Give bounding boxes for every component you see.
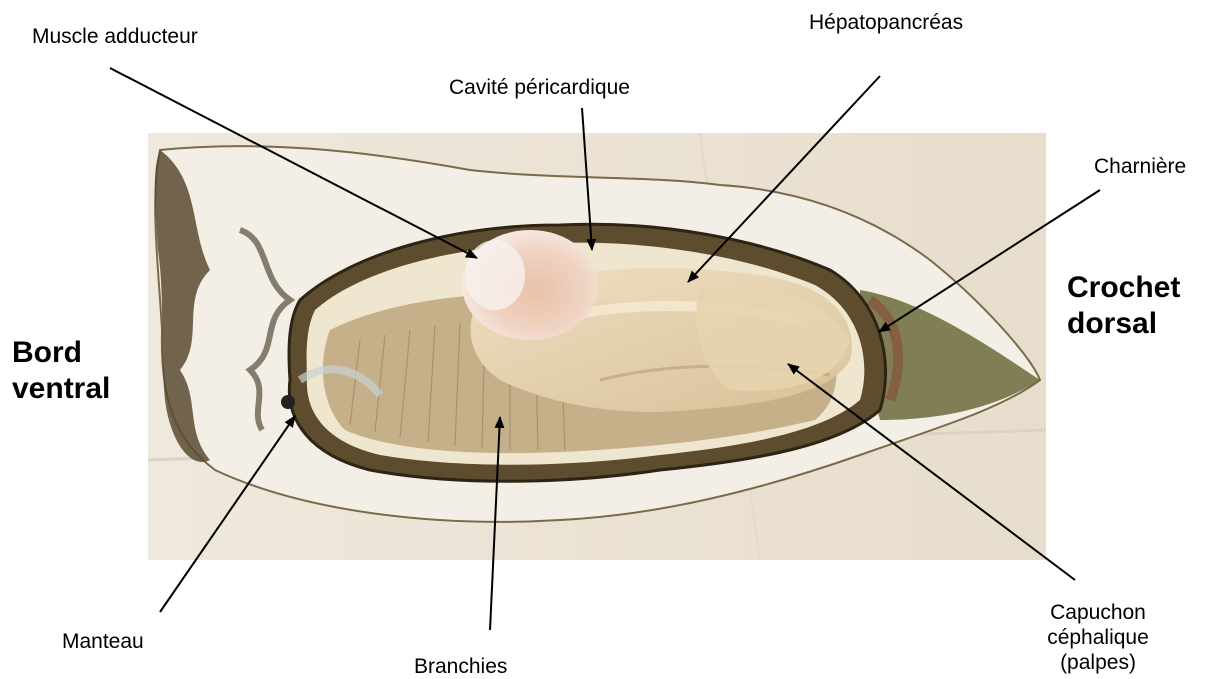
label-cavite-pericardique: Cavité péricardique xyxy=(449,75,630,100)
label-muscle-adducteur: Muscle adducteur xyxy=(32,24,198,49)
label-bord-ventral-line1: Bord xyxy=(12,335,110,371)
label-crochet-dorsal-line1: Crochet xyxy=(1067,270,1180,306)
oyster-photo xyxy=(148,133,1046,560)
label-crochet-dorsal: Crochet dorsal xyxy=(1067,270,1180,342)
label-manteau: Manteau xyxy=(62,629,144,654)
label-crochet-dorsal-line2: dorsal xyxy=(1067,306,1180,342)
label-charniere: Charnière xyxy=(1094,154,1186,179)
label-bord-ventral-line2: ventral xyxy=(12,371,110,407)
label-capuchon-line3: (palpes) xyxy=(1018,650,1178,675)
label-capuchon-cephalique: Capuchon céphalique (palpes) xyxy=(1018,600,1178,676)
label-capuchon-line2: céphalique xyxy=(1018,625,1178,650)
label-hepatopancreas: Hépatopancréas xyxy=(809,10,963,35)
label-bord-ventral: Bord ventral xyxy=(12,335,110,407)
label-branchies: Branchies xyxy=(414,654,507,679)
label-capuchon-line1: Capuchon xyxy=(1018,600,1178,625)
